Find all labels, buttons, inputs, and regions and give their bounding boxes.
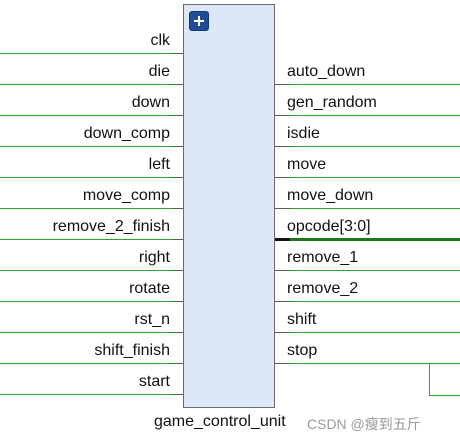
input-wire-remove_2_finish [0, 239, 173, 240]
input-port-label: die [148, 63, 170, 80]
output-port-label: gen_random [287, 94, 377, 111]
output-wire-auto_down [290, 84, 460, 85]
output-wire-stop [290, 363, 460, 364]
output-port-label: opcode[3:0] [287, 218, 371, 235]
output-port-label: remove_1 [287, 249, 359, 266]
output-port-label: auto_down [287, 63, 366, 80]
input-port-label: clk [150, 32, 170, 49]
output-pin-remove_2[interactable] [265, 301, 290, 302]
output-pin-move[interactable] [265, 177, 290, 178]
input-port-label: right [138, 249, 170, 266]
output-port-label: isdie [287, 125, 320, 142]
output-port-label: move_down [287, 187, 374, 204]
output-port-label: remove_2 [287, 280, 359, 297]
output-pin-gen_random[interactable] [265, 115, 290, 116]
watermark: CSDN @瘦到五斤 [307, 416, 421, 432]
output-pin-move_down[interactable] [265, 208, 290, 209]
input-wire-down [0, 115, 173, 116]
module-name: game_control_unit [154, 413, 286, 430]
output-pin-shift[interactable] [265, 332, 290, 333]
input-port-label: shift_finish [94, 342, 170, 359]
input-port-label: down_comp [83, 125, 170, 142]
output-port-label: stop [287, 342, 318, 359]
plus-icon[interactable] [189, 11, 209, 31]
output-pin-auto_down[interactable] [265, 84, 290, 85]
input-wire-clk [0, 53, 173, 54]
input-port-label: move_comp [82, 187, 170, 204]
output-wire-move_down [290, 208, 460, 209]
output-wire-move [290, 177, 460, 178]
input-wire-rotate [0, 301, 173, 302]
input-port-label: start [138, 373, 170, 390]
input-wire-rst_n [0, 332, 173, 333]
output-wire-remove_2 [290, 301, 460, 302]
route-horizontal-wire [429, 395, 460, 396]
input-wire-shift_finish [0, 363, 173, 364]
input-port-label: left [148, 156, 170, 173]
output-pin-remove_1[interactable] [265, 270, 290, 271]
output-wire-shift [290, 332, 460, 333]
output-port-label: shift [287, 311, 317, 328]
output-pin-stop[interactable] [265, 363, 290, 364]
output-wire-isdie [290, 146, 460, 147]
input-wire-right [0, 270, 173, 271]
route-vertical-wire [429, 363, 430, 395]
output-bus-opcode[3:0] [290, 238, 460, 241]
output-wire-gen_random [290, 115, 460, 116]
input-port-label: rst_n [134, 311, 170, 328]
module-block[interactable] [183, 4, 275, 408]
output-wire-remove_1 [290, 270, 460, 271]
input-wire-left [0, 177, 173, 178]
input-port-label: rotate [129, 280, 170, 297]
input-wire-move_comp [0, 208, 173, 209]
input-wire-start [0, 394, 173, 395]
input-port-label: remove_2_finish [52, 218, 170, 235]
input-wire-down_comp [0, 146, 173, 147]
input-wire-die [0, 84, 173, 85]
input-port-label: down [131, 94, 170, 111]
output-pin-isdie[interactable] [265, 146, 290, 147]
output-port-label: move [287, 156, 327, 173]
